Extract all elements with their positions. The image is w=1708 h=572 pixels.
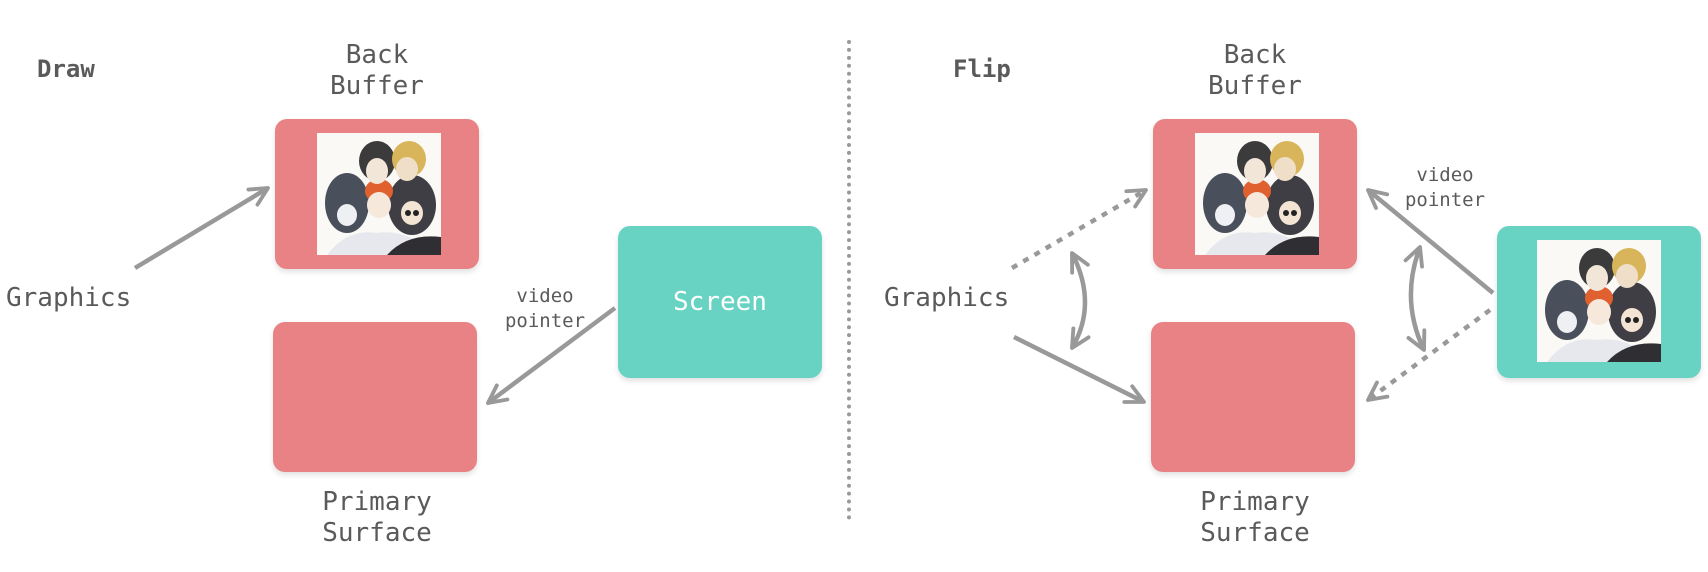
photo-shape — [413, 210, 419, 216]
group-photo-illustration-icon — [1195, 133, 1319, 255]
flip-back-buffer-line1: Back — [1223, 40, 1287, 70]
draw-screen-to-primary-arrow — [486, 306, 617, 405]
draw-graphics-label: Graphics — [6, 283, 132, 313]
flip-back-buffer-label: Back Buffer — [1155, 40, 1355, 102]
section-divider — [847, 40, 851, 520]
flip-screen-to-back-buffer-arrow — [1366, 188, 1495, 295]
photo-shape — [405, 210, 411, 216]
photo-shape — [366, 158, 388, 184]
flip-video-pointer-label: video pointer — [1395, 163, 1495, 213]
draw-back-buffer-line1: Back — [345, 40, 409, 70]
flip-screen-image — [1537, 240, 1661, 362]
photo-shape — [1274, 157, 1296, 181]
photo-shape — [401, 201, 423, 225]
flip-video-pointer-line1: video — [1416, 164, 1474, 186]
flip-graphics-to-primary-arrow — [1012, 334, 1146, 405]
group-photo-illustration-icon — [317, 133, 441, 255]
photo-shape — [1616, 264, 1638, 288]
photo-shape — [1587, 299, 1611, 325]
photo-shape — [387, 236, 441, 255]
draw-graphics-to-back-buffer-arrow — [133, 186, 270, 270]
photo-shape — [1215, 204, 1235, 226]
photo-shape — [396, 157, 418, 181]
flip-title: Flip — [953, 55, 1011, 83]
photo-shape — [1545, 280, 1589, 340]
draw-primary-surface-line1: Primary — [322, 487, 432, 517]
photo-shape — [1283, 210, 1289, 216]
draw-video-pointer-line1: video — [516, 285, 574, 307]
flip-primary-surface-box — [1151, 322, 1355, 472]
flip-swap-arrow-right — [1403, 245, 1427, 352]
flip-graphics-to-back-buffer-dotted-arrow — [1010, 188, 1148, 270]
photo-shape — [1586, 265, 1608, 291]
draw-video-pointer-line2: pointer — [504, 310, 586, 332]
photo-shape — [1625, 317, 1631, 323]
draw-primary-surface-label: Primary Surface — [277, 487, 477, 549]
photo-shape — [1203, 173, 1247, 233]
group-photo-illustration-icon — [1537, 240, 1661, 362]
photo-shape — [325, 173, 369, 233]
photo-shape — [1607, 343, 1661, 362]
photo-shape — [1245, 192, 1269, 218]
photo-shape — [1279, 201, 1301, 225]
flip-swap-arrow-left — [1069, 251, 1091, 350]
photo-shape — [1621, 308, 1643, 332]
flip-primary-surface-label: Primary Surface — [1155, 487, 1355, 549]
draw-back-buffer-label: Back Buffer — [277, 40, 477, 102]
flip-graphics-label: Graphics — [884, 283, 1010, 313]
draw-back-buffer-image — [317, 133, 441, 255]
flip-back-buffer-line2: Buffer — [1208, 71, 1302, 101]
draw-screen-box: Screen — [618, 226, 822, 378]
flip-screen-to-primary-dotted-arrow — [1366, 308, 1492, 402]
photo-shape — [1557, 311, 1577, 333]
flip-back-buffer-image — [1195, 133, 1319, 255]
photo-shape — [337, 204, 357, 226]
draw-video-pointer-label: video pointer — [495, 284, 595, 334]
flip-video-pointer-line2: pointer — [1404, 189, 1486, 211]
draw-primary-surface-box — [273, 322, 477, 472]
flip-primary-surface-line1: Primary — [1200, 487, 1310, 517]
photo-shape — [1265, 236, 1319, 255]
draw-title: Draw — [37, 55, 95, 83]
draw-primary-surface-line2: Surface — [322, 518, 432, 548]
draw-back-buffer-line2: Buffer — [330, 71, 424, 101]
draw-screen-label: Screen — [673, 287, 767, 317]
flip-primary-surface-line2: Surface — [1200, 518, 1310, 548]
photo-shape — [1633, 317, 1639, 323]
photo-shape — [367, 192, 391, 218]
photo-shape — [1244, 158, 1266, 184]
photo-shape — [1291, 210, 1297, 216]
